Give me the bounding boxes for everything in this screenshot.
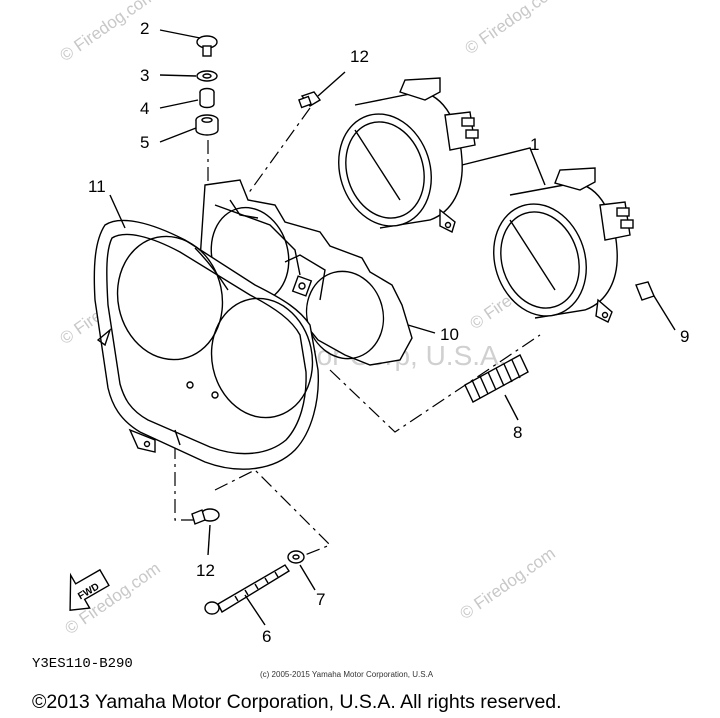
spring-part-8 [464, 354, 529, 403]
headlight-housing [199, 179, 413, 366]
small-copyright: (c) 2005-2015 Yamaha Motor Corporation, … [260, 670, 434, 679]
washer-part-3 [196, 70, 218, 82]
headlight-unit-lower [493, 167, 634, 323]
headlight-bezel [93, 219, 320, 470]
bolt-part-12-lower [191, 508, 220, 525]
callout-3: 3 [140, 66, 149, 85]
screw-part-2 [196, 35, 218, 57]
callout-numbers: 1 2 3 4 5 6 7 8 9 10 11 12 12 [88, 19, 689, 646]
screw-part-6 [204, 564, 290, 615]
footer-copyright: ©2013 Yamaha Motor Corporation, U.S.A. A… [32, 691, 562, 713]
callout-10: 10 [440, 325, 459, 344]
callout-8: 8 [513, 423, 522, 442]
callout-12-upper: 12 [350, 47, 369, 66]
collar-part-4 [199, 87, 215, 109]
callout-11: 11 [88, 177, 106, 196]
callout-7: 7 [316, 590, 325, 609]
assembly-lines [174, 107, 541, 556]
nut-part-9 [635, 281, 676, 331]
leader-lines [109, 29, 519, 626]
headlight-unit-upper [338, 77, 479, 233]
leader-line [461, 147, 546, 186]
bolt-part-12-upper [298, 71, 346, 109]
callout-9: 9 [680, 327, 689, 346]
callout-1: 1 [530, 135, 539, 154]
grommet-part-5 [195, 114, 219, 136]
nut-part-7 [287, 550, 305, 564]
callout-2: 2 [140, 19, 149, 38]
callout-6: 6 [262, 627, 271, 646]
diagram-code: Y3ES110-B290 [32, 656, 133, 672]
callout-5: 5 [140, 133, 149, 152]
watermark: © Firedog.com [456, 544, 558, 624]
callout-12-lower: 12 [196, 561, 215, 580]
watermark: © Firedog.com [461, 0, 563, 58]
callout-4: 4 [140, 99, 149, 118]
